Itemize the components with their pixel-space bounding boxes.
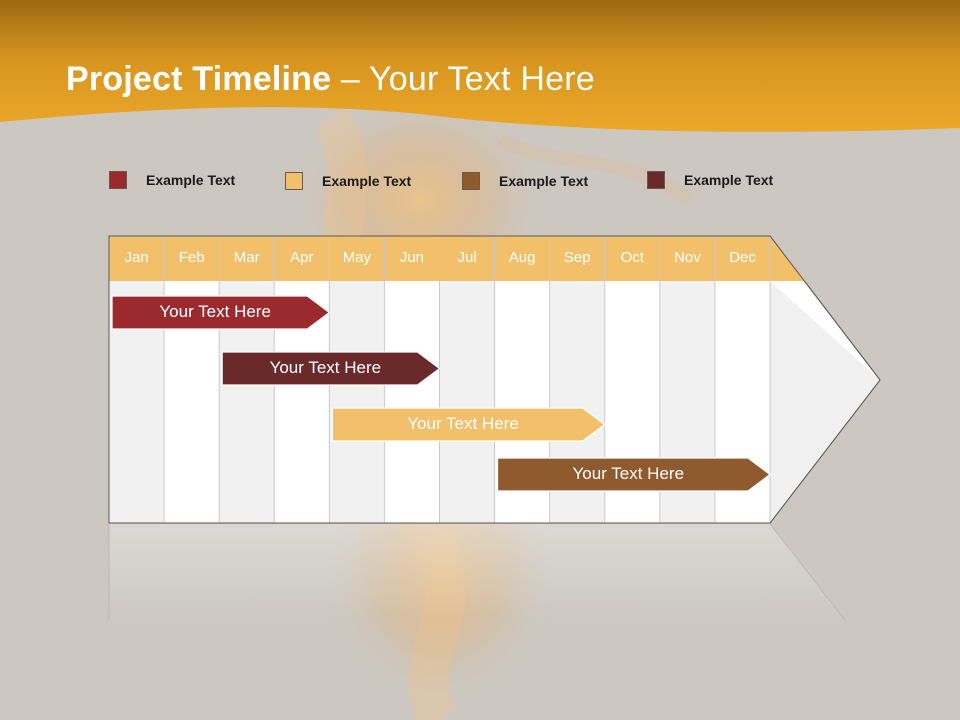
timeline-bar	[496, 457, 771, 492]
header-band	[0, 0, 960, 132]
timeline-bar	[111, 295, 331, 330]
slide-title: Project Timeline – Your Text Here	[66, 60, 595, 99]
month-column-shade	[329, 281, 385, 523]
legend-swatch	[109, 171, 127, 189]
legend-label: Example Text	[684, 172, 774, 188]
legend-swatch	[462, 172, 480, 190]
month-label: Nov	[674, 249, 701, 266]
month-label: Apr	[290, 249, 314, 266]
title-rest: – Your Text Here	[331, 60, 595, 98]
month-label: Jul	[457, 249, 477, 266]
arrow-border	[108, 235, 881, 524]
legend-label: Example Text	[499, 173, 589, 189]
month-label: Dec	[729, 249, 756, 266]
month-header-band	[109, 236, 806, 281]
month-label: Oct	[620, 249, 644, 266]
legend-swatch	[647, 171, 665, 189]
month-label: Aug	[508, 249, 536, 266]
arrow-tip-fill	[770, 281, 880, 523]
timeline-bar-label: Your Text Here	[159, 302, 271, 321]
title-bold: Project Timeline	[66, 60, 332, 98]
timeline-bar	[221, 351, 441, 386]
timeline-bars	[111, 295, 771, 492]
timeline-bar	[331, 407, 606, 442]
timeline-bar-label: Your Text Here	[269, 358, 382, 377]
month-label: Mar	[233, 249, 260, 266]
month-label: Jun	[399, 249, 425, 266]
month-label: Jan	[124, 249, 149, 266]
month-label: May	[342, 249, 372, 266]
legend-swatch	[285, 172, 303, 190]
month-column-shade	[439, 281, 495, 523]
month-label: Sep	[563, 249, 591, 266]
timeline-bar-label: Your Text Here	[572, 464, 685, 483]
legend-label: Example Text	[322, 173, 412, 189]
timeline-reflection	[109, 524, 845, 620]
month-label: Feb	[178, 249, 205, 266]
legend-label: Example Text	[146, 172, 236, 188]
timeline-bar-label: Your Text Here	[407, 414, 519, 433]
